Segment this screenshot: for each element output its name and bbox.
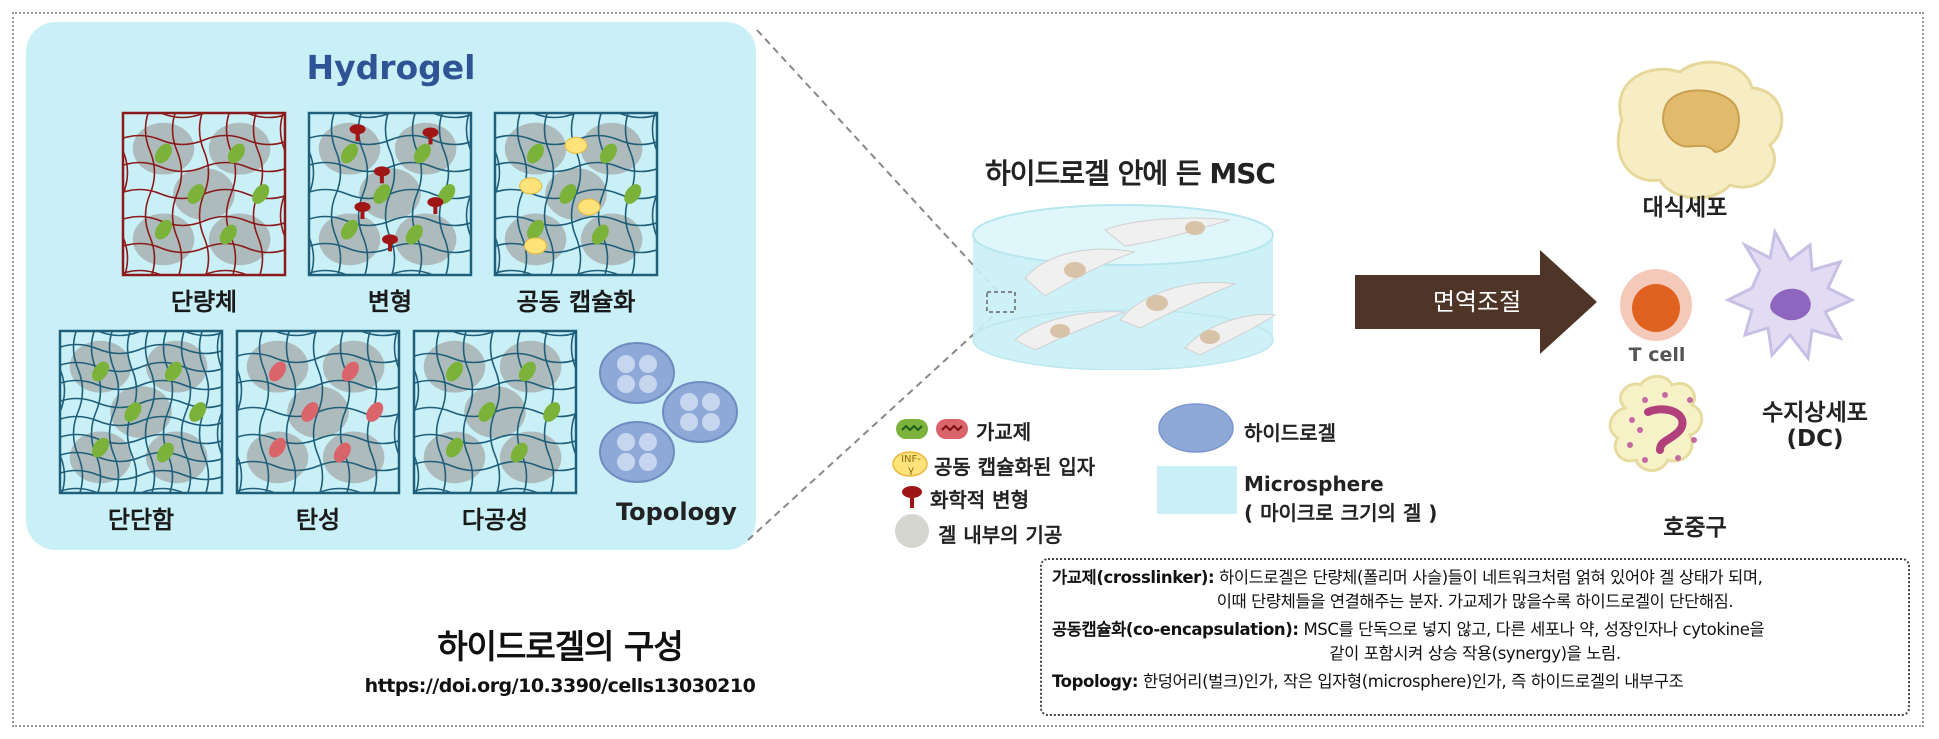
outer-frame [12, 12, 1924, 727]
tile-label: 단량체 [170, 288, 238, 316]
def-coencapsulation: 공동캡슐화(co-encapsulation): MSC를 단독으로 넣지 않고… [1052, 618, 1898, 666]
legend-hydrogel: 하이드로겔 [1244, 421, 1336, 445]
macrophage-label: 대식세포 [1642, 195, 1728, 221]
def-text: MSC를 단독으로 넣지 않고, 다른 세포나 약, 성장인자나 cytokin… [1298, 620, 1765, 639]
neutrophil-label: 호중구 [1663, 515, 1727, 541]
def-text: 이때 단량체들을 연결해주는 분자. 가교제가 많을수록 하이드로겔이 단단해짐… [1216, 592, 1734, 611]
arrow-label: 면역조절 [1432, 288, 1522, 316]
msc-cell [1119, 282, 1237, 329]
zoom-box [986, 291, 1016, 313]
msc-cell [1024, 248, 1136, 297]
immunomodulation-arrow [1355, 250, 1597, 354]
legend-microsphere: Microsphere [1244, 472, 1384, 496]
main-title: 하이드로겔의 구성 [437, 627, 683, 666]
legend-pore: 겔 내부의 기공 [938, 523, 1063, 547]
def-crosslinker: 가교제(crosslinker): 하이드로겔은 단량체(폴리머 사슬)들이 네… [1052, 566, 1898, 614]
def-text: 같이 포함시켜 상승 작용(synergy)을 노림. [1329, 644, 1621, 663]
tile-label: 다공성 [461, 506, 529, 534]
legend-microsphere-desc: ( 마이크로 크기의 겔 ) [1244, 501, 1438, 525]
def-topology: Topology: 한덩어리(벌크)인가, 작은 입자형(microsphere… [1052, 670, 1898, 694]
def-text: 한덩어리(벌크)인가, 작은 입자형(microsphere)인가, 즉 하이드… [1138, 672, 1684, 691]
tile-label: 공동 캡슐화 [516, 288, 636, 316]
particle-icon-text: INF-γ [901, 454, 921, 476]
gel-dish [972, 204, 1277, 370]
hydrogel-title: Hydrogel [306, 48, 476, 87]
def-term: Topology: [1052, 672, 1139, 691]
legend-chemical: 화학적 변형 [930, 488, 1029, 512]
msc-cell [1184, 313, 1277, 356]
definitions-box: 가교제(crosslinker): 하이드로겔은 단량체(폴리머 사슬)들이 네… [1040, 558, 1910, 716]
gel-msc-title: 하이드로겔 안에 든 MSC [985, 157, 1276, 190]
legend-crosslinker: 가교제 [976, 420, 1032, 444]
def-text: 하이드로겔은 단량체(폴리머 사슬)들이 네트워크처럼 얽혀 있어야 겔 상태가… [1214, 568, 1763, 587]
legend-particle: 공동 캡슐화된 입자 [934, 455, 1096, 479]
msc-cell [1014, 311, 1126, 351]
doi-link[interactable]: https://doi.org/10.3390/cells13030210 [364, 675, 756, 697]
msc-cell [1104, 217, 1231, 247]
def-term: 가교제(crosslinker): [1052, 568, 1215, 587]
def-term: 공동캡슐화(co-encapsulation): [1052, 620, 1299, 639]
tcell-label: T cell [1628, 344, 1686, 366]
topology-label: Topology [616, 498, 737, 526]
dendritic-cell-label: 수지상세포 (DC) [1762, 400, 1868, 452]
tile-label: 변형 [367, 288, 413, 316]
tile-label: 단단함 [107, 506, 175, 534]
tile-label: 탄성 [295, 506, 341, 534]
